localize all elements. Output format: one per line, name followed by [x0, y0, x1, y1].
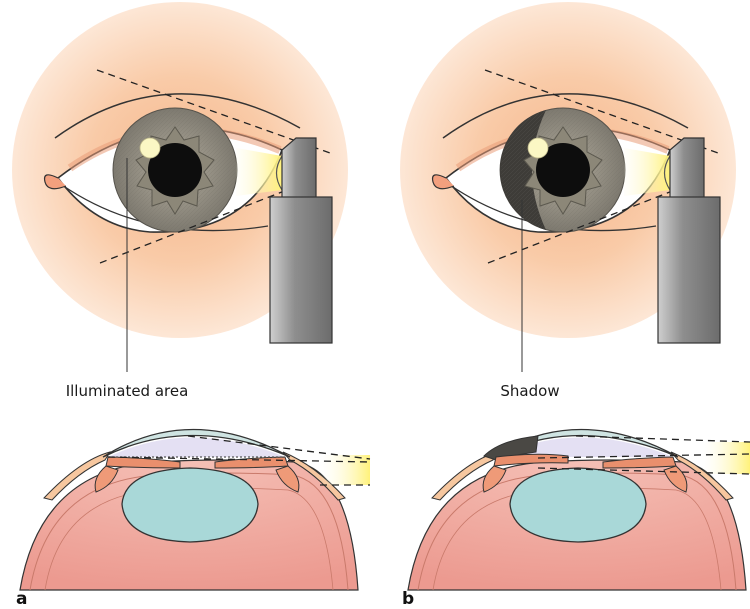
- iris-section-right: [215, 457, 288, 468]
- corneal-reflex: [528, 138, 548, 158]
- panel-letter-b: b: [402, 589, 414, 609]
- label-shadow: Shadow: [500, 382, 559, 400]
- eye-cross-section-a: [20, 430, 370, 591]
- eye-front-view-a: [12, 2, 348, 372]
- eye-cross-section-b: [408, 430, 750, 591]
- panel-a: Illuminated area: [12, 2, 370, 609]
- lens: [122, 468, 258, 542]
- iris-section-right: [603, 457, 676, 468]
- light-beam: [236, 148, 282, 196]
- lens: [510, 468, 646, 542]
- section-beam: [702, 442, 750, 474]
- panel-b: Shadow b: [400, 2, 750, 609]
- light-beam: [624, 148, 670, 196]
- corneal-reflex: [140, 138, 160, 158]
- label-illuminated-area: Illuminated area: [66, 382, 189, 400]
- eye-front-view-b: [400, 2, 736, 372]
- panel-letter-a: a: [16, 589, 27, 609]
- section-beam: [320, 455, 370, 485]
